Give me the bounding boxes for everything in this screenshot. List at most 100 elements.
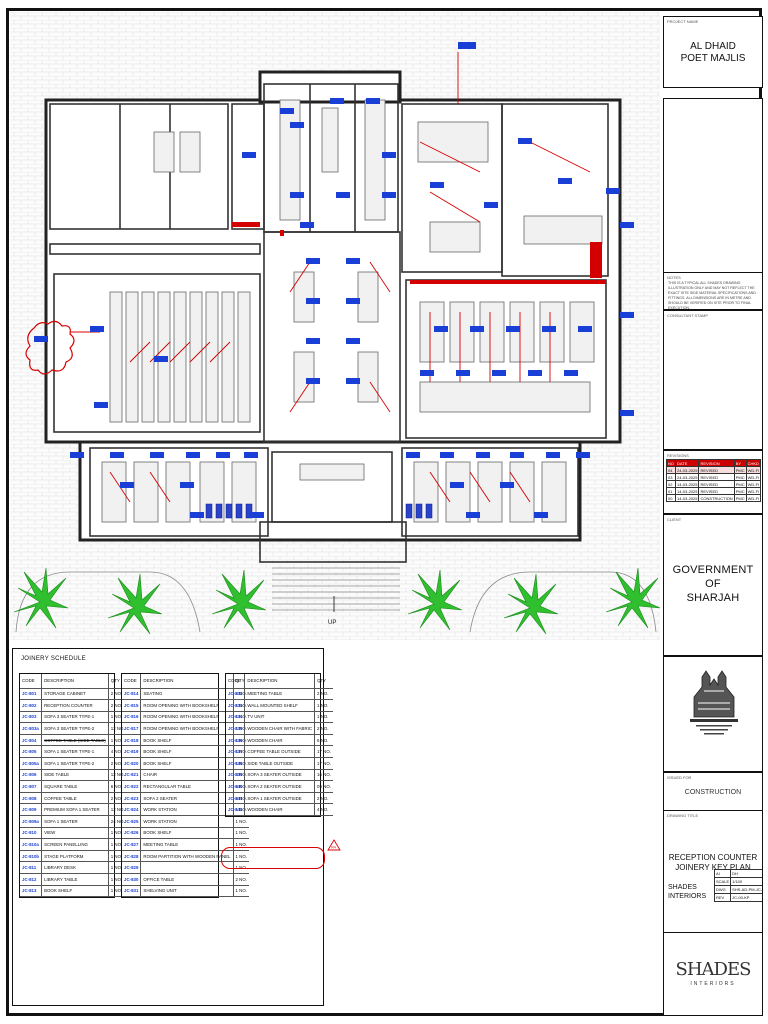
red-partitions — [232, 222, 606, 284]
revision-mark: R4 — [331, 846, 336, 850]
schedule-code-cell: JC-839 — [226, 769, 246, 782]
project-box: PROJECT NAME AL DHAID POET MAJLIS — [663, 16, 763, 88]
schedule-qty-cell: 1 NO. — [233, 827, 249, 840]
schedule-code-cell: JC-807 — [20, 780, 43, 793]
revision-cell: CHKD — [745, 459, 762, 467]
drawing-info-grid: AIDH21-01-2025SCALE1/100A3DWGSHS-AD-PM-J… — [713, 869, 762, 902]
schedule-code-cell: JC-817 — [122, 722, 142, 735]
consultant-label: CONSULTANT STAMP — [667, 313, 709, 318]
blank-box — [663, 98, 763, 276]
revision-cell: BY — [733, 459, 747, 467]
schedule-code-cell: JC-836 — [226, 734, 246, 747]
schedule-code-cell: JC-808 — [20, 792, 43, 805]
schedule-code-cell: JC-827 — [122, 838, 142, 851]
schedule-description-cell: SOFA 1 SEATER — [41, 815, 109, 828]
schedule-description-cell: WORK STATION — [140, 803, 234, 817]
government-emblem-icon — [690, 670, 738, 735]
schedule-qty-cell: 1 NO. — [233, 861, 249, 874]
palm-trees — [13, 567, 660, 635]
schedule-code-cell: JC-842 — [226, 803, 246, 817]
schedule-code-cell: JC-801 — [20, 688, 43, 701]
schedule-description-cell: WOODEN CHAIR — [244, 803, 316, 817]
schedule-description-cell: TV UNIT — [244, 711, 316, 724]
schedule-description-cell: LIBRARY TABLE — [41, 873, 109, 886]
client-name-line1: GOVERNMENT OF — [672, 564, 754, 590]
schedule-description-cell: SCREEN PANELLING — [41, 838, 109, 851]
revision-cell: WD-FI — [745, 487, 762, 495]
schedule-code-cell: JC-841 — [226, 792, 246, 805]
revision-cell: DATE — [674, 459, 700, 467]
schedule-code-cell: JC-806 — [20, 769, 43, 782]
schedule-code-cell: JC-833 — [226, 699, 246, 712]
revision-cell: 24-03-2025 — [674, 473, 700, 481]
schedule-description-cell: COFFEE TABLE OUTSIDE — [244, 745, 316, 759]
schedule-code-cell: JC-837 — [226, 745, 246, 759]
schedule-description-cell: WORK STATION — [140, 815, 234, 828]
schedule-description-cell: BOOK SHELF — [140, 827, 234, 840]
schedule-code-cell: JC-821 — [122, 769, 142, 782]
schedule-code-cell: JC-818 — [122, 734, 142, 747]
schedule-code-cell: JC-820 — [122, 757, 142, 770]
schedule-header-cell: DESCRIPTION — [41, 674, 109, 689]
schedule-description-cell: CHAIR — [140, 769, 234, 782]
schedule-code-cell: JC-832 — [226, 688, 246, 701]
info-cell: REV — [713, 893, 732, 902]
floor-plan-svg: UP — [10, 12, 660, 640]
schedule-qty-cell: 17 NO. — [314, 745, 333, 759]
revision-cell: NO — [666, 459, 676, 467]
revision-cell: PMC — [733, 480, 747, 488]
schedule-description-cell: SQUARE TABLE — [41, 780, 109, 793]
schedule-description-cell: BOOK SHELF — [140, 757, 234, 770]
notes-label: NOTES — [667, 275, 681, 280]
schedule-description-cell: WOODEN CHAIR WITH FABRIC — [244, 722, 316, 735]
schedule-header-cell: CODE — [226, 674, 246, 689]
revision-cell: WD-FI — [745, 466, 762, 474]
shades-logo-subtitle: INTERIORS — [690, 981, 736, 987]
emblem-box — [663, 656, 763, 772]
schedule-qty-cell: 2 NO. — [314, 792, 333, 805]
revision-cell: 04 — [666, 466, 676, 474]
planters — [15, 571, 657, 633]
schedule-description-cell: STAGE PLATFORM — [41, 850, 109, 863]
schedule-qty-cell: 1 NO. — [314, 711, 333, 724]
schedule-description-cell: SOFA 3 SEATER TYPE-2 — [41, 722, 109, 735]
schedule-description-cell: SIDE TABLE OUTSIDE — [244, 757, 316, 770]
schedule-description-cell: OFFICE TABLE — [140, 873, 234, 886]
project-name-line2: POET MAJLIS — [680, 53, 746, 64]
schedule-description-cell: SIDE TABLE — [41, 769, 109, 782]
schedule-qty-cell: 1 NO. — [314, 699, 333, 712]
title-block: PROJECT NAME AL DHAID POET MAJLIS NOTES … — [663, 14, 763, 1016]
schedule-code-cell: JC-825 — [122, 815, 142, 828]
schedule-qty-cell: 16 NO. — [314, 769, 333, 782]
schedule-description-cell: MEETING TABLE — [140, 838, 234, 851]
schedule-code-cell: JC-823 — [122, 792, 142, 805]
revision-cell: 24-03-2025 — [674, 466, 700, 474]
company-name-line1: SHADES — [668, 884, 697, 891]
info-cell: 1/100 — [730, 877, 762, 886]
floor-plan[interactable]: UP — [10, 12, 660, 640]
drawing-title-label: DRAWING TITLE — [667, 813, 699, 818]
drawing-title: RECEPTION COUNTER JOINERY KEY PLAN — [664, 853, 762, 873]
schedule-code-cell: JC-834 — [226, 711, 246, 724]
info-cell: JC-00-KP — [730, 893, 762, 902]
schedule-code-cell: JC-810b — [20, 850, 43, 863]
schedule-description-cell: SOFA 2 SEATER OUTSIDE — [244, 780, 316, 793]
